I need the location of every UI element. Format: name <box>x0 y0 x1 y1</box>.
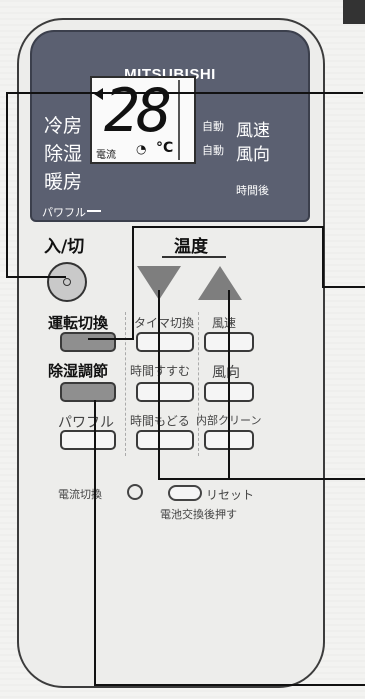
reset-button[interactable] <box>168 485 202 501</box>
time-back-button[interactable] <box>136 430 194 450</box>
button-divider-right <box>198 312 200 456</box>
airflow-display-label: 風向 <box>236 145 270 165</box>
callout-line-temp-up <box>228 290 230 480</box>
timer-after-label: 時間後 <box>236 184 269 197</box>
current-switch-button[interactable] <box>127 484 143 500</box>
dehumid-label: 除湿調節 <box>48 362 109 380</box>
current-switch-label: 電流切換 <box>58 488 102 501</box>
power-button[interactable] <box>47 262 87 302</box>
timer-switch-label: タイマ切換 <box>134 316 195 330</box>
powerful-dash <box>87 210 101 212</box>
fan-auto-label: 自動 <box>202 120 224 133</box>
time-forward-label: 時間すすむ <box>130 364 191 378</box>
callout-line-mode-right <box>322 226 324 288</box>
lcd-divider <box>178 80 180 160</box>
temperature-underline <box>162 256 226 258</box>
callout-line-dehumid-out <box>94 684 365 686</box>
current-indicator: 電流 <box>96 150 116 161</box>
callout-line-power-vertical <box>6 92 8 278</box>
callout-line-mode-out <box>322 286 365 288</box>
signal-icon: ◔ <box>136 142 147 156</box>
lcd-screen: 28 電流 ◔ °C <box>90 76 196 164</box>
temperature-unit: °C <box>156 140 174 156</box>
time-forward-button[interactable] <box>136 382 194 402</box>
powerful-indicator: パワフル <box>42 206 86 219</box>
corner-tab <box>343 0 365 24</box>
battery-note: 電池交換後押す <box>160 508 237 521</box>
timer-switch-button[interactable] <box>136 332 194 352</box>
callout-line-power-top <box>6 92 363 94</box>
power-label: 入/切 <box>44 237 85 257</box>
mode-pointer-icon <box>94 88 103 100</box>
callout-line-mode-top <box>132 226 324 228</box>
power-dot-icon <box>63 278 71 286</box>
display-panel: MITSUBISHI 冷房 除湿 暖房 パワフル 28 電流 ◔ °C 自動 自… <box>30 30 310 222</box>
reset-label: リセット <box>206 488 255 502</box>
mode-switch-label: 運転切換 <box>48 314 109 332</box>
callout-line-dehumid-vertical <box>94 400 96 686</box>
mode-heat: 暖房 <box>44 171 83 193</box>
mode-dry: 除湿 <box>44 143 83 165</box>
callout-line-power-bottom <box>6 276 66 278</box>
airflow-auto-label: 自動 <box>202 144 224 157</box>
callout-line-temp-down <box>158 290 160 480</box>
temperature-label: 温度 <box>174 237 208 257</box>
airflow-label: 風向 <box>212 365 240 381</box>
callout-line-mode-vertical <box>132 226 134 340</box>
fan-speed-display-label: 風速 <box>236 121 270 141</box>
temp-up-button[interactable] <box>198 266 242 300</box>
dehumid-button[interactable] <box>60 382 116 402</box>
powerful-button[interactable] <box>60 430 116 450</box>
powerful-label: パワフル <box>58 415 114 431</box>
callout-line-mode-horizontal <box>88 338 134 340</box>
callout-line-temp-out <box>158 478 365 480</box>
button-divider-left <box>125 312 127 456</box>
fan-speed-label: 風速 <box>212 316 237 330</box>
mode-switch-button[interactable] <box>60 332 116 352</box>
temperature-display: 28 <box>104 76 172 146</box>
mode-cool: 冷房 <box>44 115 83 137</box>
